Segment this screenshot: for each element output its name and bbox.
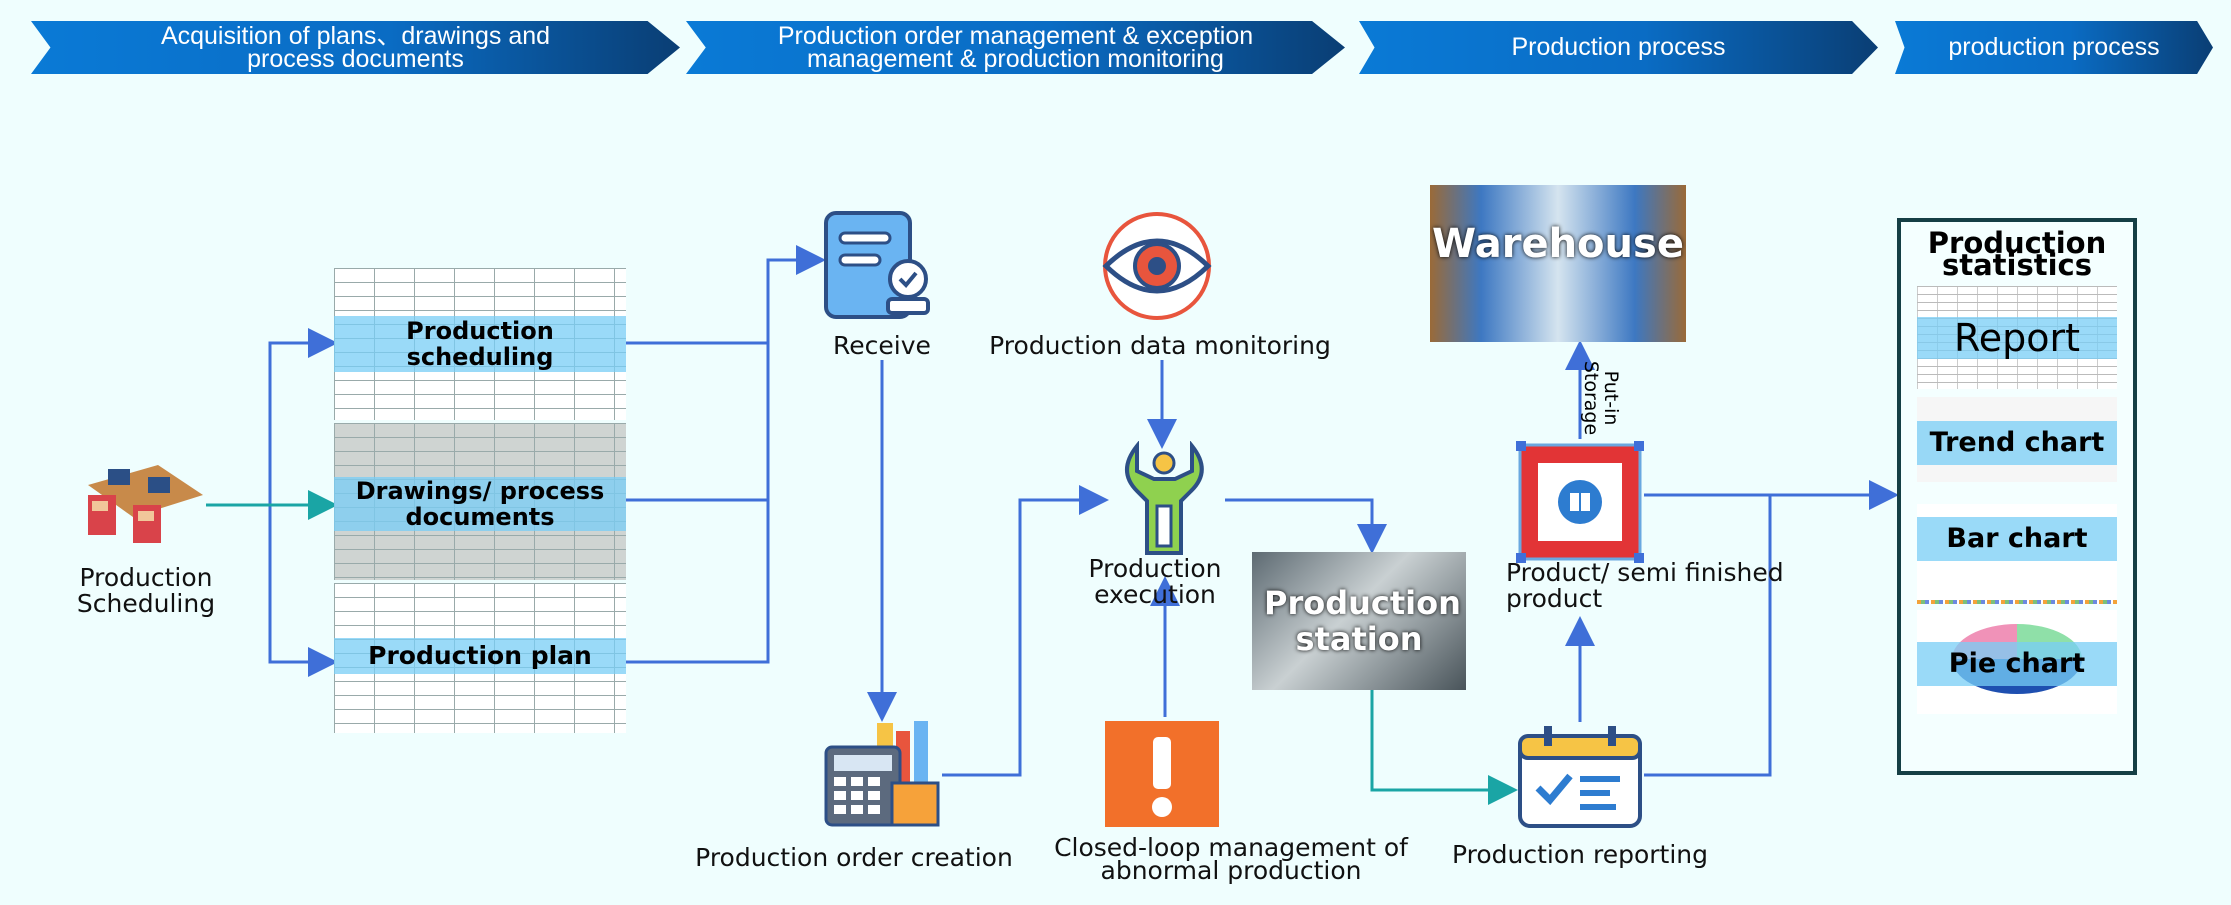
stage-2-banner: Production order management & exception … [686,21,1345,74]
receive-label: Receive [833,331,931,360]
arrow-to-scheduling [268,328,338,505]
eye-icon [1102,212,1212,320]
storage-label: Put-in Storage [1580,360,1622,436]
monitoring-label: Production data monitoring [989,331,1331,360]
pie-chart-panel[interactable]: Pie chart [1917,610,2117,714]
reporting-label: Production reporting [1452,840,1708,869]
stage-1-banner: Acquisition of plans、drawings and proces… [31,21,680,74]
warehouse-image: Warehouse [1430,185,1686,342]
exclamation-icon [1105,721,1219,827]
arrow-order-to-execution [942,485,1109,777]
scheduler-label: Production Scheduling [76,563,216,618]
abnormal-label: Closed-loop management of abnormal produ… [1054,833,1408,885]
plan-document[interactable]: Production plan [334,583,626,733]
report-panel[interactable]: Report [1917,286,2117,389]
production-station-image: Production station [1252,552,1466,690]
production-statistics-panel: Production statistics Report Trend chart… [1897,218,2137,775]
order-creation-label: Production order creation [695,843,1013,872]
product-box-icon [1516,441,1644,563]
arrow-docs-to-receive [626,260,820,664]
stage-4-banner: production process [1895,21,2213,74]
stage-3-banner: Production process [1359,21,1878,74]
arrow-execution-to-station [1225,498,1387,554]
calendar-report-icon [1518,726,1642,828]
execution-label: Production execution [1088,554,1222,609]
workstation-icon [88,465,203,543]
bar-chart-panel[interactable]: Bar chart [1917,504,2117,604]
arrow-station-to-reporting [1370,690,1518,805]
wrench-icon [1125,441,1204,555]
arrow-reporting-to-stats [1644,495,1772,777]
trend-chart-panel[interactable]: Trend chart [1917,397,2117,482]
scheduling-document[interactable]: Production scheduling [334,268,626,420]
product-label: Product/ semi finished product [1506,558,1784,613]
calculator-icon [824,721,940,827]
receive-document-icon [824,211,930,319]
drawings-document[interactable]: Drawings/ process documents [334,423,626,580]
arrow-to-plan [268,505,338,677]
statistics-title: Production statistics [1927,226,2107,282]
